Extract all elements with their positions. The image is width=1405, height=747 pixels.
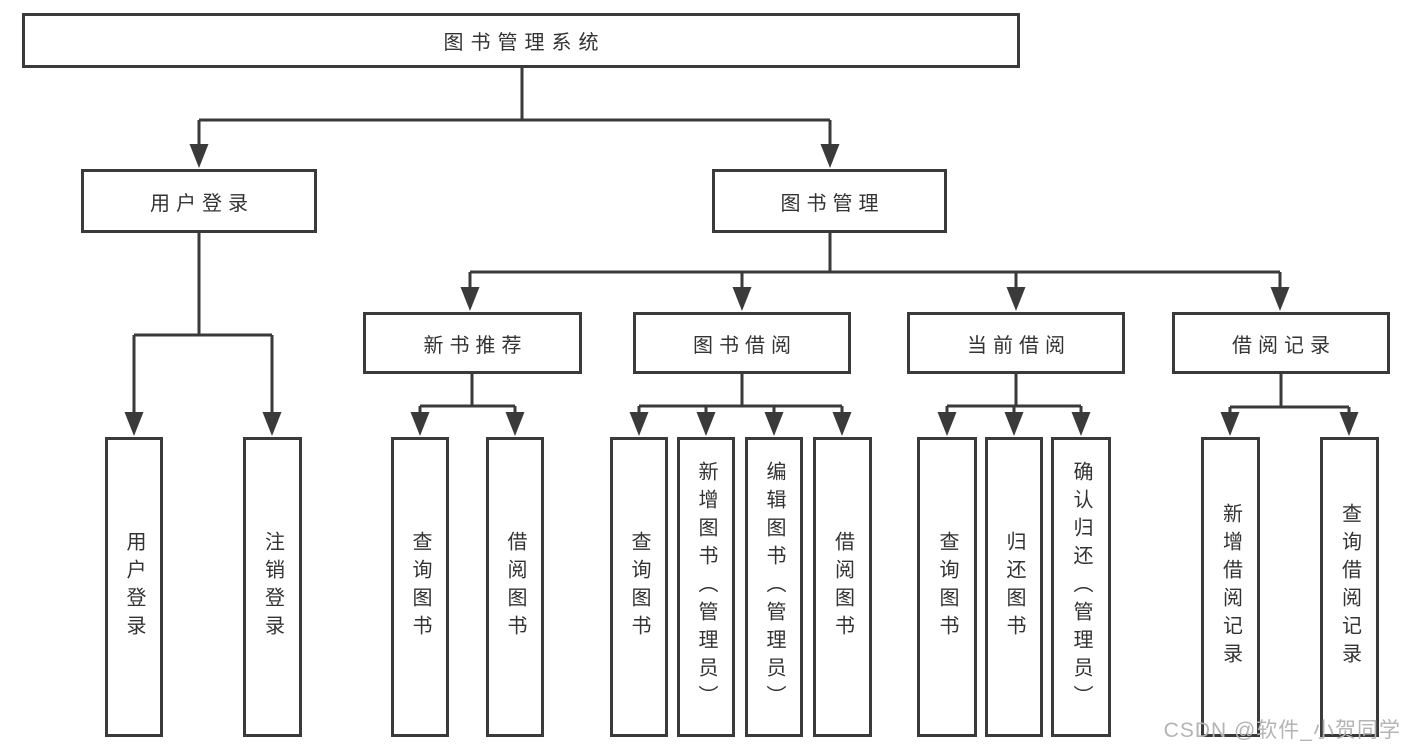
leaf-confirm-return-admin: 确认归还（管理员） (1051, 437, 1111, 737)
node-root-label: 图书管理系统 (443, 32, 606, 54)
leaf-add-book-admin-label: 新增图书（管理员） (695, 461, 717, 713)
leaf-query-books-borrowing: 查询图书 (610, 437, 668, 737)
node-borrowing-records-label: 借阅记录 (1232, 334, 1336, 357)
node-current-borrowing: 当前借阅 (907, 312, 1125, 374)
leaf-query-borrow-record: 查询借阅记录 (1320, 437, 1379, 737)
leaf-confirm-return-admin-label: 确认归还（管理员） (1070, 461, 1092, 713)
leaf-borrow-books-recommend-label: 借阅图书 (504, 531, 526, 643)
leaf-edit-book-admin-label: 编辑图书（管理员） (763, 461, 785, 713)
leaf-user-login: 用户登录 (105, 437, 163, 737)
leaf-query-books-recommend: 查询图书 (391, 437, 449, 737)
leaf-add-borrow-record-label: 新增借阅记录 (1219, 503, 1242, 671)
node-user-login: 用户登录 (81, 169, 317, 233)
node-user-login-label: 用户登录 (150, 192, 254, 215)
node-book-management-label: 图书管理 (780, 192, 885, 215)
leaf-query-books-borrowing-label: 查询图书 (628, 531, 650, 643)
leaf-query-borrow-record-label: 查询借阅记录 (1338, 503, 1361, 671)
leaf-borrow-books-borrowing-label: 借阅图书 (831, 531, 854, 643)
leaf-query-books-recommend-label: 查询图书 (409, 531, 431, 643)
leaf-user-login-label: 用户登录 (123, 531, 145, 643)
leaf-return-book-label: 归还图书 (1003, 531, 1025, 643)
leaf-return-book: 归还图书 (985, 437, 1043, 737)
leaf-borrow-books-recommend: 借阅图书 (486, 437, 544, 737)
leaf-add-book-admin: 新增图书（管理员） (677, 437, 735, 737)
node-root: 图书管理系统 (22, 13, 1020, 68)
node-book-management: 图书管理 (712, 169, 947, 233)
node-new-book-recommend: 新书推荐 (363, 312, 582, 374)
leaf-query-books-current: 查询图书 (917, 437, 977, 737)
node-borrowing-records: 借阅记录 (1172, 312, 1390, 374)
node-current-borrowing-label: 当前借阅 (967, 334, 1071, 357)
leaf-query-books-current-label: 查询图书 (936, 531, 958, 643)
node-book-borrowing: 图书借阅 (633, 312, 851, 374)
leaf-add-borrow-record: 新增借阅记录 (1201, 437, 1260, 737)
node-book-borrowing-label: 图书借阅 (693, 334, 797, 357)
arrowheads (124, 144, 1359, 436)
leaf-logout-label: 注销登录 (261, 531, 284, 643)
leaf-logout: 注销登录 (243, 437, 302, 737)
csdn-watermark: CSDN @软件_小贺同学 (1163, 719, 1401, 742)
leaf-edit-book-admin: 编辑图书（管理员） (745, 437, 803, 737)
node-new-book-recommend-label: 新书推荐 (423, 334, 528, 357)
leaf-borrow-books-borrowing: 借阅图书 (813, 437, 872, 737)
